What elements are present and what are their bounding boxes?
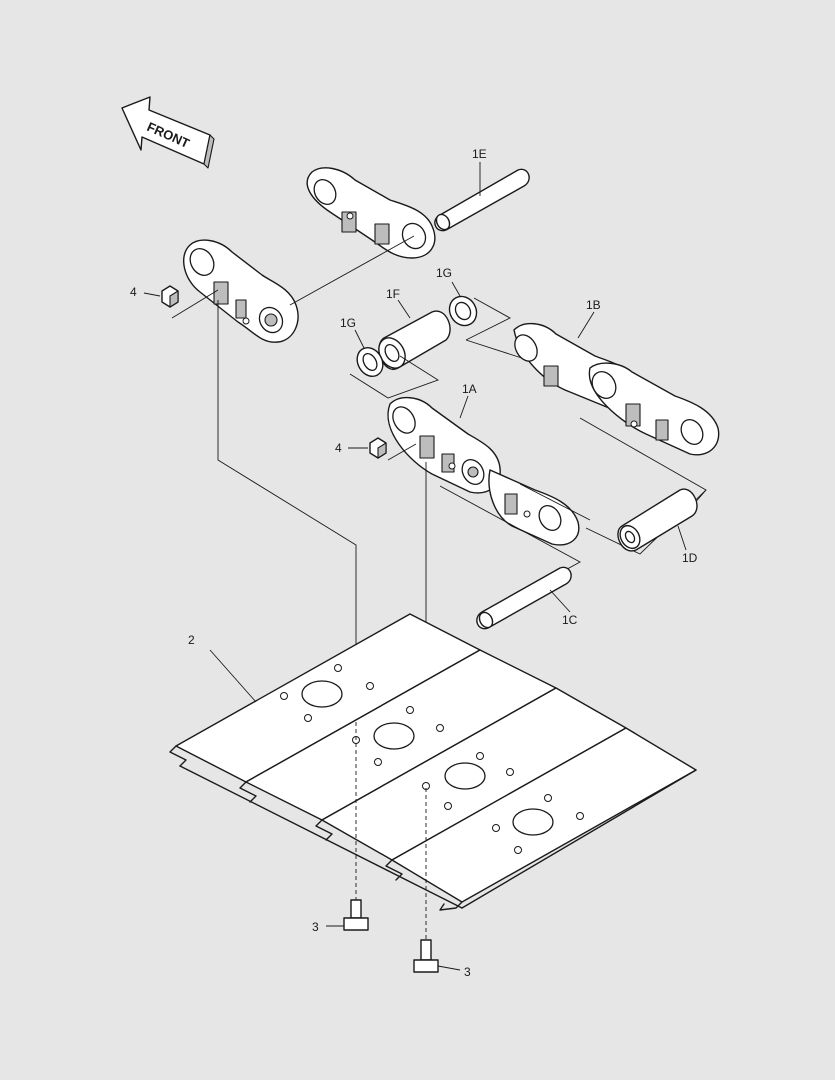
track-shoes-2: 2 bbox=[169, 613, 697, 911]
callout-3-left: 3 bbox=[312, 920, 319, 934]
upper-right-link bbox=[306, 167, 436, 259]
bushing-1D: 1D bbox=[617, 488, 698, 565]
callout-1A: 1A bbox=[462, 382, 477, 396]
callout-3-right: 3 bbox=[464, 965, 471, 979]
callout-4-upper: 4 bbox=[130, 285, 137, 299]
pin-1C: 1C bbox=[476, 566, 578, 630]
seal-1G-lower: 1G bbox=[340, 316, 384, 378]
callout-1C: 1C bbox=[562, 613, 578, 627]
nut-4-upper: 4 bbox=[130, 285, 179, 308]
callout-1G-upper: 1G bbox=[436, 266, 452, 280]
pin-1E bbox=[434, 168, 530, 232]
callout-4-lower: 4 bbox=[335, 441, 342, 455]
upper-left-link bbox=[182, 239, 299, 343]
link-pair-1A: 1A bbox=[387, 382, 580, 546]
front-direction-arrow: FRONT bbox=[121, 96, 215, 169]
callout-1B: 1B bbox=[586, 298, 601, 312]
seal-1G-upper: 1G bbox=[436, 266, 478, 327]
bushing-1F: 1F bbox=[378, 287, 451, 371]
bolt-3-right: 3 bbox=[413, 939, 471, 979]
nut-4-lower: 4 bbox=[335, 437, 387, 459]
callout-1G-lower: 1G bbox=[340, 316, 356, 330]
bolt-3-left: 3 bbox=[312, 899, 369, 934]
callout-1D: 1D bbox=[682, 551, 698, 565]
callout-1F: 1F bbox=[386, 287, 400, 301]
callout-1E: 1E bbox=[472, 147, 487, 161]
link-pair-1B: 1B bbox=[513, 298, 720, 456]
callout-2: 2 bbox=[188, 633, 195, 647]
